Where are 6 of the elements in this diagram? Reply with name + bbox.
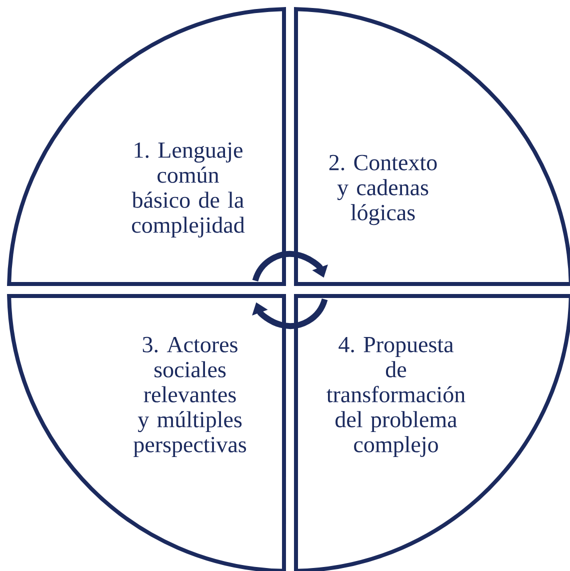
- quadrant: 3. Actores sociales relevantes y múltiples perspectivas: [7, 294, 286, 571]
- quadrant: 4. Propuesta de transformación del problema complejo: [294, 294, 570, 571]
- curved-arrow: [252, 251, 328, 282]
- quadrant: 2. Contexto y cadenas lógicas: [294, 7, 570, 286]
- quadrant: 1. Lenguaje común básico de la complejidad: [7, 7, 286, 286]
- curved-arrow: [252, 298, 328, 329]
